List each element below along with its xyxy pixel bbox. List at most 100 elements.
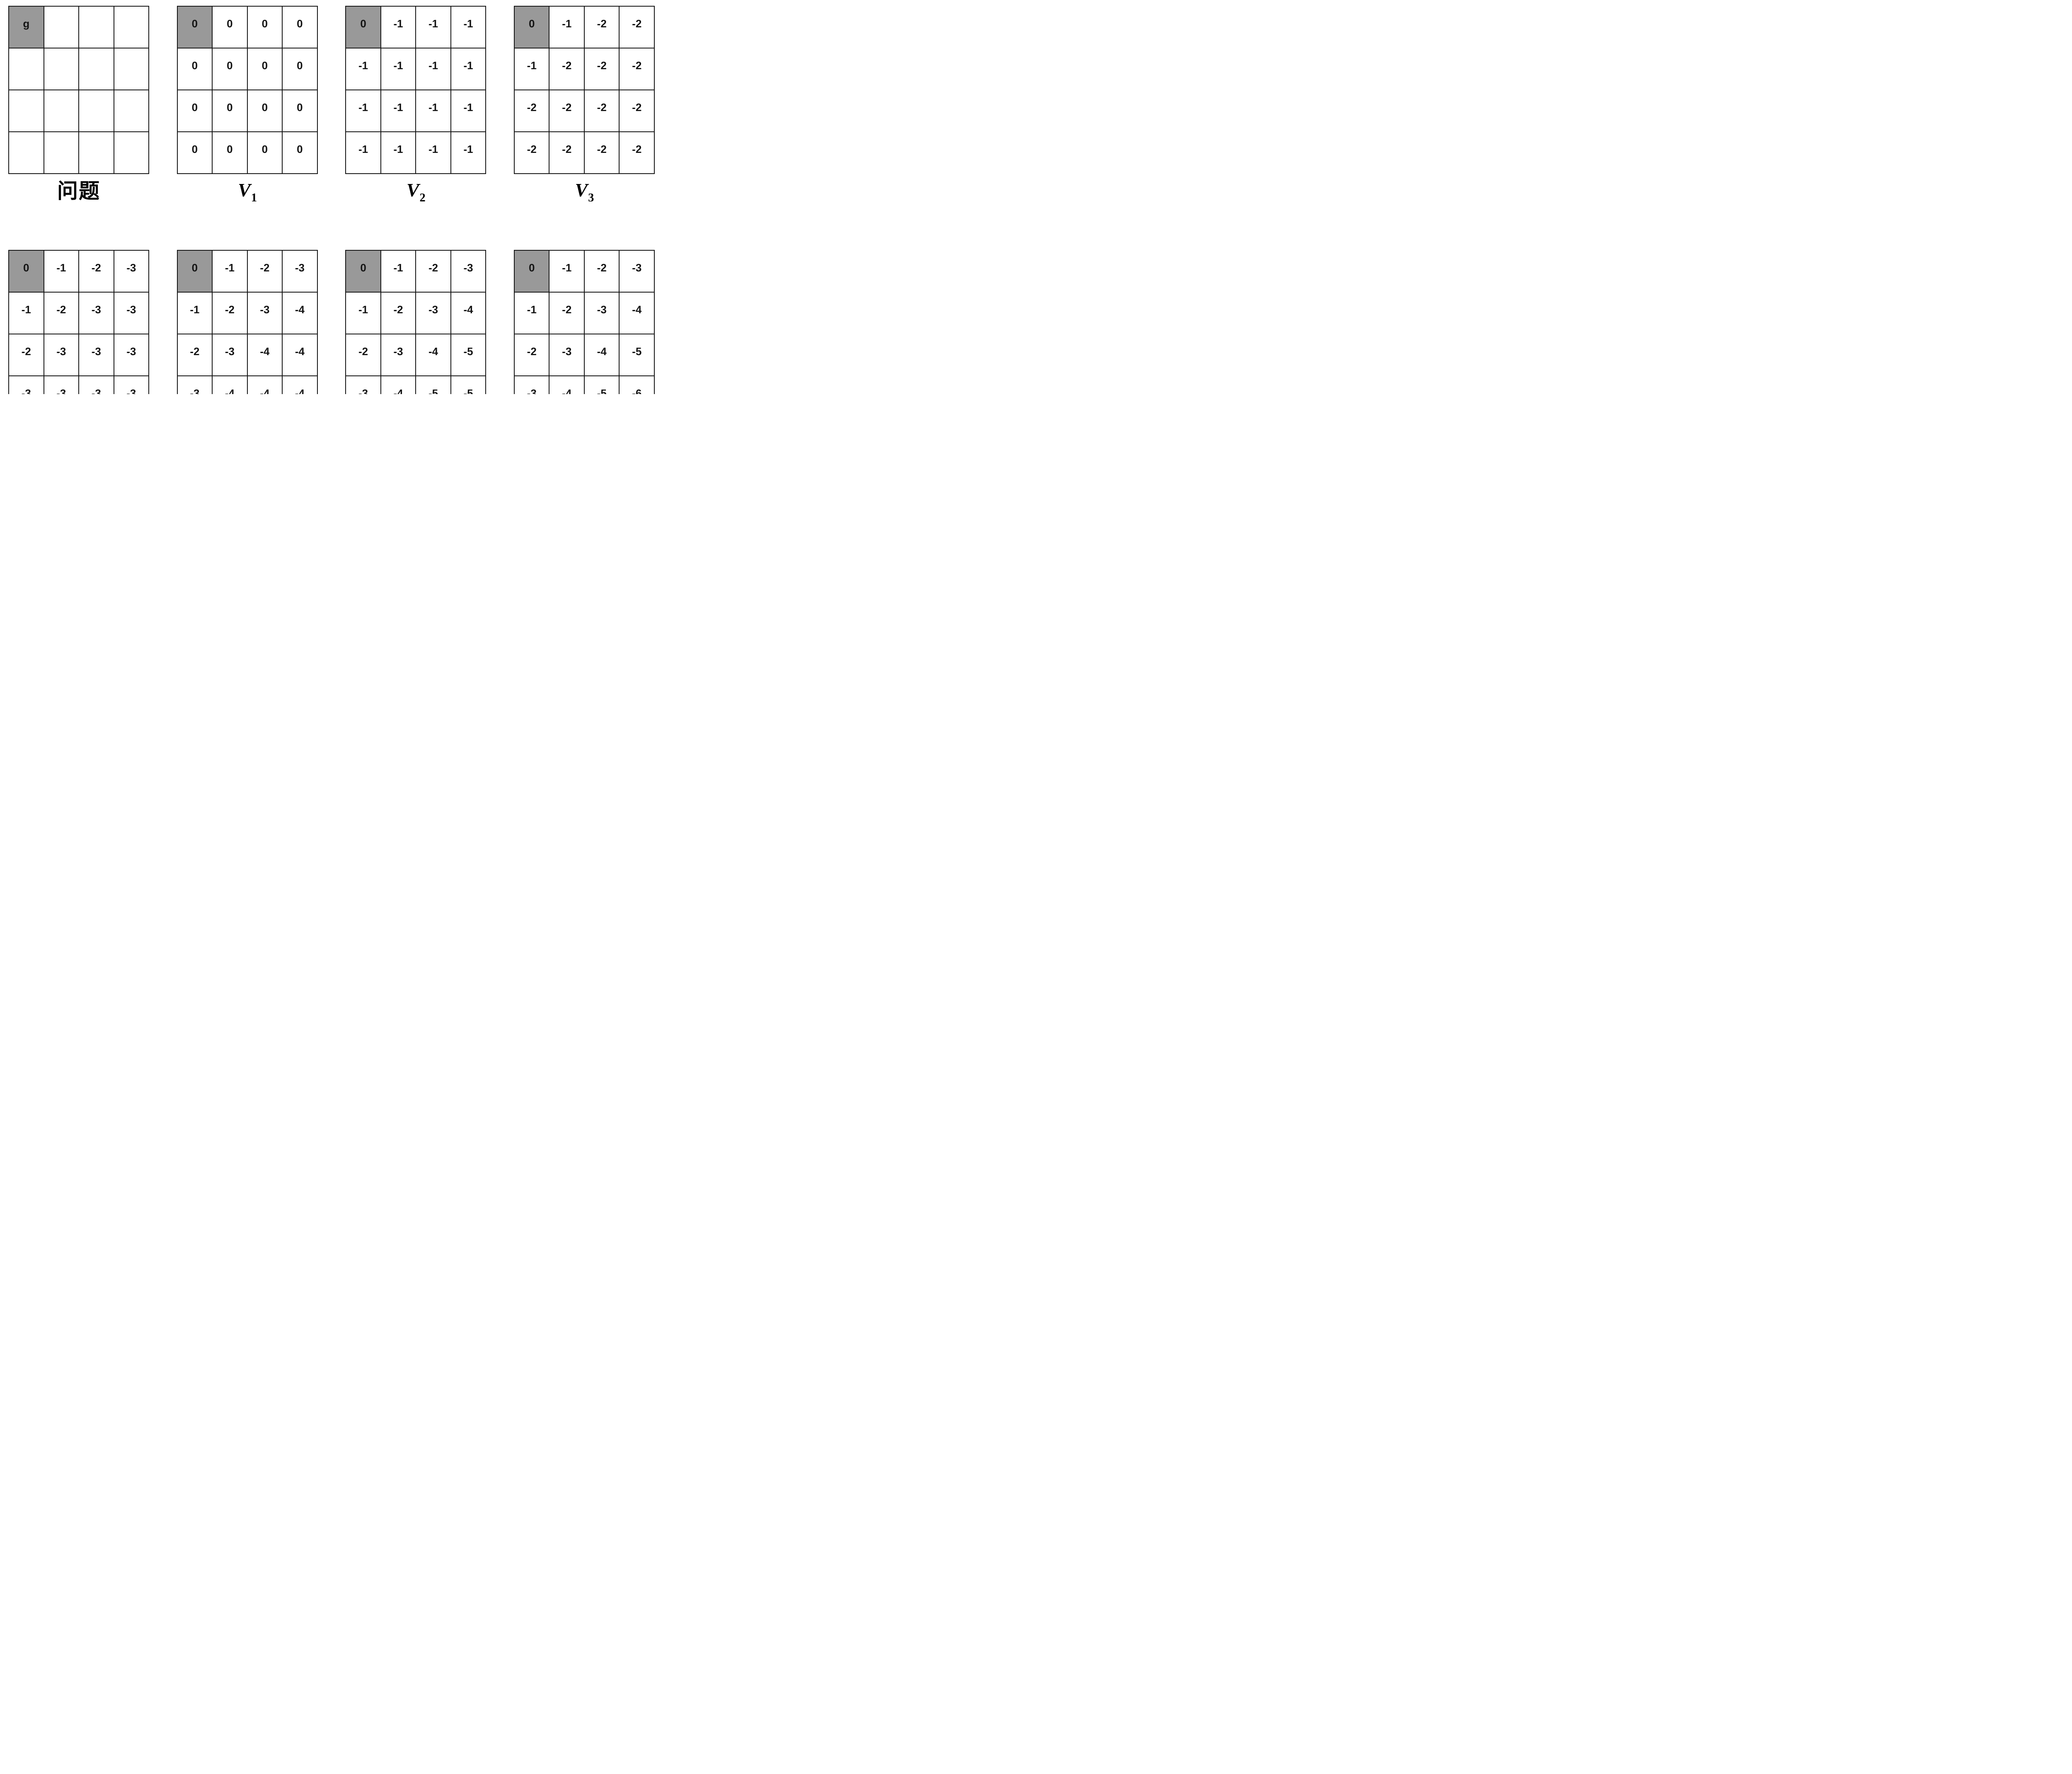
grid-cell <box>78 90 114 132</box>
grid-cell: -6 <box>619 375 655 394</box>
grid-cell: -1 <box>450 131 487 174</box>
grid-cell: -3 <box>415 291 451 334</box>
figure-caption: V1 <box>238 179 257 205</box>
grid-cell: -2 <box>177 333 213 376</box>
grid-cell: -5 <box>583 375 620 394</box>
grid-cell: -3 <box>113 291 149 334</box>
grid-cell: -4 <box>247 375 283 394</box>
grid-cell: -2 <box>43 291 79 334</box>
grid-row <box>8 131 149 174</box>
goal-cell: 0 <box>513 249 550 293</box>
grid-cell: -1 <box>8 291 44 334</box>
grid-row: -1-2-3-3 <box>8 291 149 334</box>
grid-cell: -2 <box>619 48 655 90</box>
grid-cell: -3 <box>113 375 149 394</box>
grid-row: 0-1-2-3 <box>345 249 487 293</box>
goal-cell: 0 <box>177 249 213 293</box>
grid-cell: -1 <box>513 291 550 334</box>
grid-cell <box>8 48 44 90</box>
grid-row: -2-3-4-5 <box>345 333 487 376</box>
grid-cell: -3 <box>549 333 585 376</box>
grid-cell: -1 <box>450 48 487 90</box>
grid-row: g <box>8 6 149 48</box>
grid-cell: -4 <box>282 291 318 334</box>
grid-cell: -2 <box>345 333 381 376</box>
grid-cell: -4 <box>282 375 318 394</box>
grid-cell: -1 <box>345 131 381 174</box>
grid-row: 0-1-1-1 <box>345 6 487 48</box>
grid-cell: -3 <box>113 333 149 376</box>
grid-cell: -1 <box>345 291 381 334</box>
figure-caption: 问题 <box>57 179 100 203</box>
grid-cell: -2 <box>549 48 585 90</box>
figure-problem: g 问题 <box>8 6 149 204</box>
goal-cell: 0 <box>177 6 213 48</box>
grid-cell <box>78 48 114 90</box>
grid-row: -3-3-3-3 <box>8 375 149 394</box>
grid-cell: 0 <box>212 48 248 90</box>
grid-cell: 0 <box>282 90 318 132</box>
goal-cell: 0 <box>345 249 381 293</box>
grid-cell: -1 <box>450 90 487 132</box>
grid-row: -2-2-2-2 <box>513 131 655 174</box>
grid-cell <box>113 6 149 48</box>
grid-row: -3-4-5-5 <box>345 375 487 394</box>
grid-cell: 0 <box>212 131 248 174</box>
grid-cell: -4 <box>415 333 451 376</box>
grid-cell: -4 <box>450 291 487 334</box>
grid-cell: -3 <box>177 375 213 394</box>
caption-subscript: 1 <box>251 191 257 205</box>
grid-cell: -3 <box>247 291 283 334</box>
grid-cell: -1 <box>549 249 585 293</box>
grid-row: -1-1-1-1 <box>345 48 487 90</box>
grid-row: 0-1-2-3 <box>513 249 655 293</box>
grid-cell: -4 <box>247 333 283 376</box>
grid-cell: -1 <box>513 48 550 90</box>
grid-cell: -3 <box>380 333 416 376</box>
grid-cell: -2 <box>549 291 585 334</box>
grid-cell: 0 <box>177 48 213 90</box>
grid-cell: -3 <box>113 249 149 293</box>
grid-row: -1-1-1-1 <box>345 90 487 132</box>
grid-cell: -3 <box>450 249 487 293</box>
grid-cell: -4 <box>549 375 585 394</box>
figure-V5: 0-1-2-3-1-2-3-4-2-3-4-4-3-4-4-4V5 <box>177 249 318 394</box>
grid-cell: 0 <box>177 90 213 132</box>
grid-row: 0-1-2-3 <box>8 249 149 293</box>
figure-caption: V3 <box>575 179 594 205</box>
grid-row: -1-2-3-4 <box>513 291 655 334</box>
grid-row: -2-3-4-5 <box>513 333 655 376</box>
grid-cell: -1 <box>450 6 487 48</box>
grid-cell: -2 <box>549 90 585 132</box>
grid-V6: 0-1-2-3-1-2-3-4-2-3-4-5-3-4-5-5 <box>345 249 487 394</box>
grid-cell <box>113 131 149 174</box>
grid-cell: -3 <box>8 375 44 394</box>
grid-cell: -3 <box>43 375 79 394</box>
grid-cell: -2 <box>380 291 416 334</box>
goal-cell: 0 <box>513 6 550 48</box>
figure-V7: 0-1-2-3-1-2-3-4-2-3-4-5-3-4-5-6V7 <box>513 249 655 394</box>
grid-cell <box>43 90 80 132</box>
grid-row: -3-4-5-6 <box>513 375 655 394</box>
grid-cell: -2 <box>619 131 655 174</box>
figure-caption: V2 <box>407 179 426 204</box>
grid-row <box>8 48 149 90</box>
grid-cell: -1 <box>212 249 248 293</box>
caption-base: V <box>238 179 251 201</box>
grid-cell: -2 <box>212 291 248 334</box>
grid-cell: -5 <box>450 375 487 394</box>
grid-cell: -1 <box>380 48 416 90</box>
caption-subscript: 3 <box>588 191 594 205</box>
grid-row: 0-1-2-3 <box>177 249 318 293</box>
grid-cell: -1 <box>380 131 416 174</box>
caption-base: V <box>575 179 588 201</box>
grid-cell: -3 <box>78 291 114 334</box>
goal-cell: 0 <box>8 249 44 293</box>
grid-cell <box>43 131 80 174</box>
grid-cell: -3 <box>282 249 318 293</box>
grid-cell: -3 <box>212 333 248 376</box>
